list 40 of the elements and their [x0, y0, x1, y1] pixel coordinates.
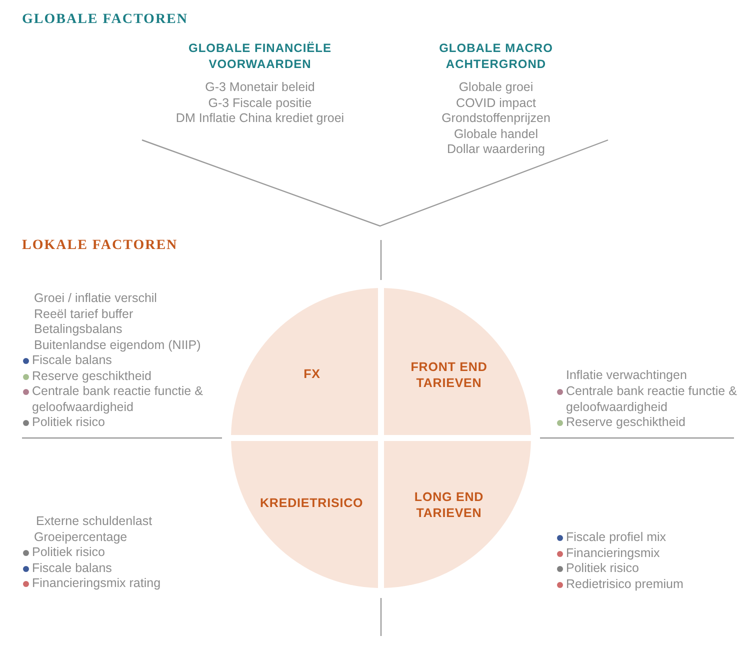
list-item: Centrale bank reactie functie & geloofwaardigheid — [557, 384, 744, 415]
list-item: Politiek risico — [23, 545, 105, 560]
list-item: Grondstoffenprijzen — [440, 111, 552, 126]
segment-label: KREDIETRISICO — [260, 495, 360, 511]
section-heading: LOKALE FACTOREN — [22, 238, 178, 254]
quadrant-segment — [231, 288, 378, 435]
list-item: Financieringsmix — [557, 546, 660, 561]
segment-label: FRONT END TARIEVEN — [410, 359, 488, 391]
list-item: Redietrisico premium — [557, 576, 684, 592]
list-item: Reserve geschiktheid — [23, 368, 152, 384]
list-item: Groei / inflatie verschil — [34, 291, 157, 306]
group-heading: GLOBALE FINANCIËLE VOORWAARDEN — [188, 40, 332, 72]
list-item: Fiscale balans — [23, 353, 112, 368]
list-item: Externe schuldenlast — [36, 514, 152, 530]
list-item: Reeël tarief buffer — [34, 306, 134, 322]
list-item: Globale handel — [452, 126, 540, 142]
segment-label: FX — [302, 366, 322, 382]
list-item: G-3 Fiscale positie — [207, 96, 313, 111]
list-item: Fiscale balans — [23, 560, 112, 576]
list-item: Dollar waardering — [446, 142, 546, 158]
list-item: Buitenlandse eigendom (NIIP) — [34, 338, 201, 353]
list-item: DM Inflatie China krediet groei — [174, 111, 346, 126]
quadrant-segment — [384, 288, 531, 435]
list-item: Financieringsmix rating — [23, 576, 161, 592]
list-item: Betalingsbalans — [34, 322, 122, 338]
list-item: COVID impact — [455, 96, 537, 111]
list-item: G-3 Monetair beleid — [204, 80, 316, 96]
list-item: Inflatie verwachtingen — [566, 368, 687, 384]
list-item: Fiscale profiel mix — [557, 530, 666, 546]
section-heading: GLOBALE FACTOREN — [22, 12, 188, 28]
list-item: Politiek risico — [23, 415, 105, 430]
list-item: Centrale bank reactie functie & geloofwaardigheid — [23, 384, 207, 415]
quadrant-segment — [384, 441, 531, 588]
list-item: Groeipercentage — [34, 530, 128, 545]
list-item: Globale groei — [458, 80, 534, 96]
quadrant-segment — [231, 441, 378, 588]
list-item: Reserve geschiktheid — [557, 415, 686, 430]
segment-label: LONG END TARIEVEN — [413, 489, 485, 521]
group-heading: GLOBALE MACRO ACHTERGROND — [438, 40, 554, 72]
list-item: Politiek risico — [557, 561, 639, 576]
